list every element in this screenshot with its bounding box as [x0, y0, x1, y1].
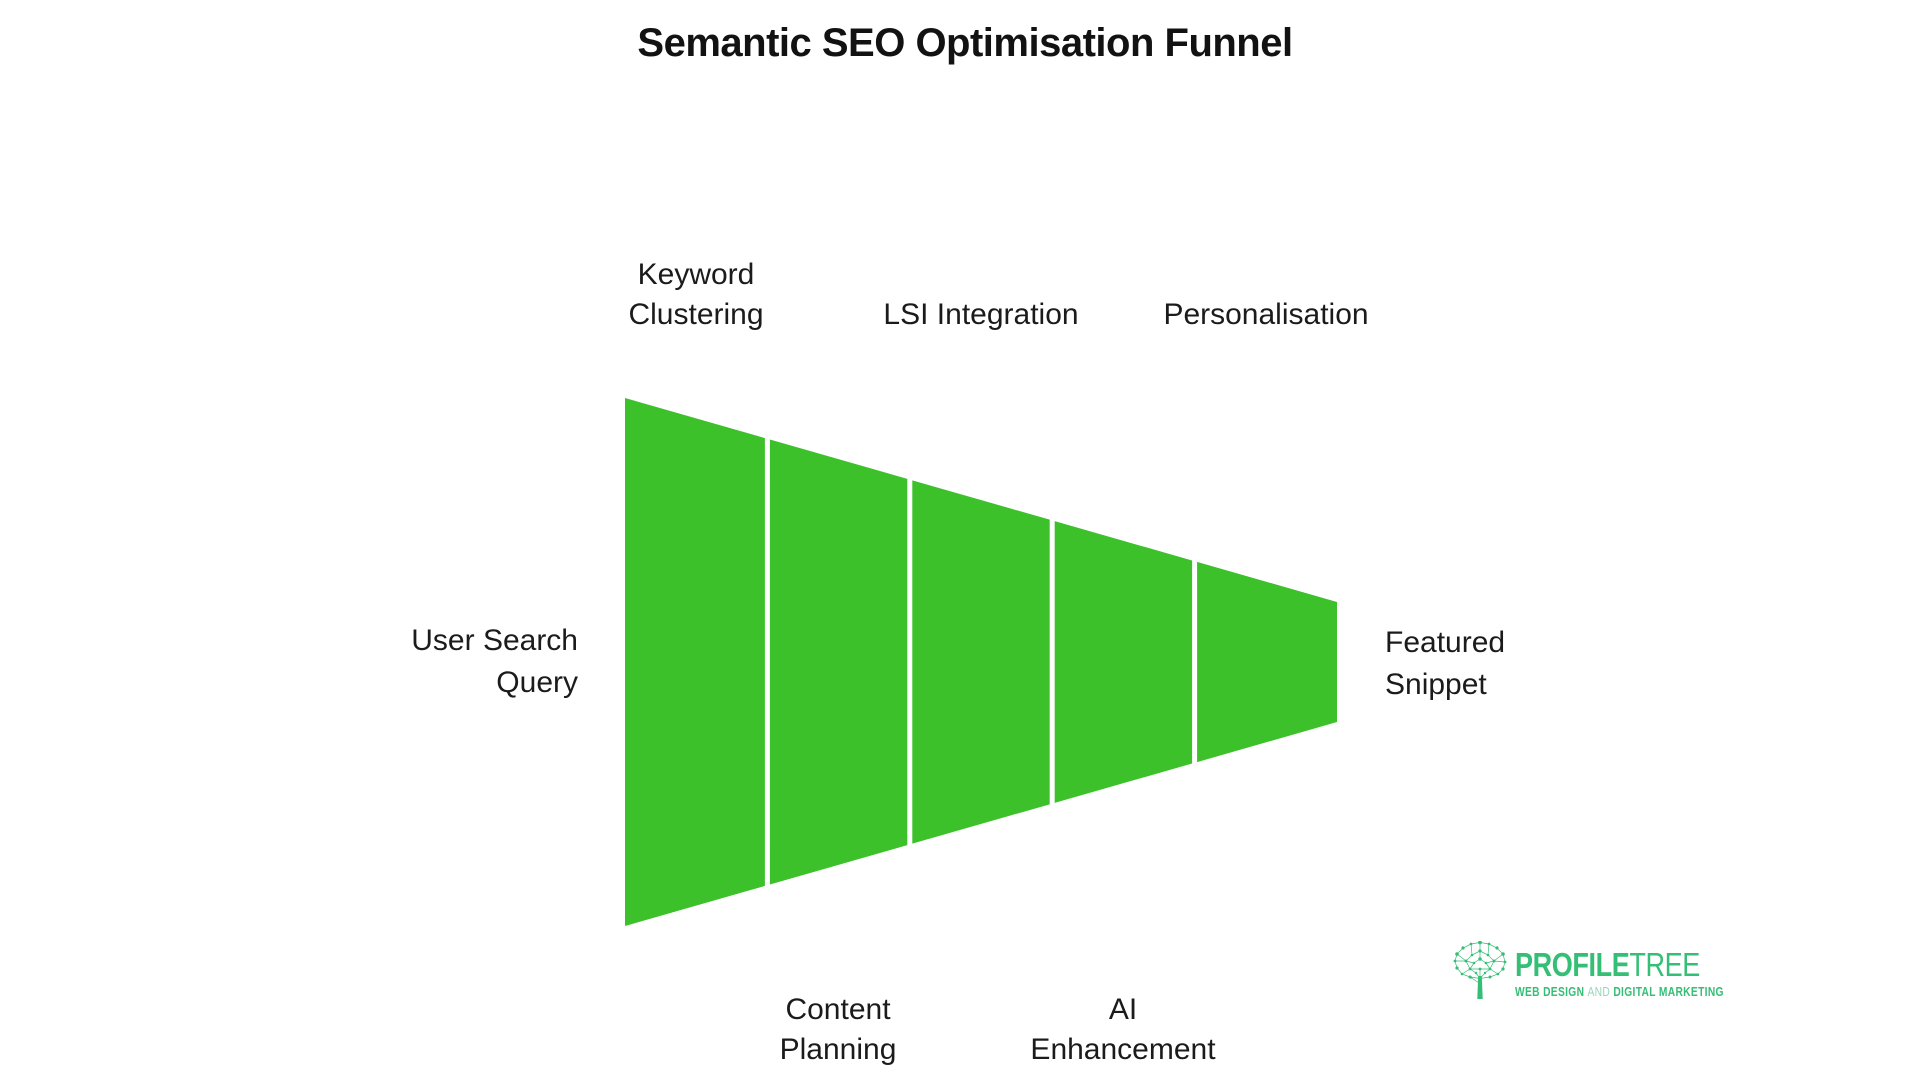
funnel-input-label: User Search Query	[411, 620, 578, 704]
stage-label-line: LSI Integration	[883, 298, 1079, 331]
funnel-output-label: Featured Snippet	[1385, 622, 1505, 706]
side-label-line: User Search	[411, 624, 578, 657]
funnel-segment-5	[1197, 561, 1337, 763]
stage-label-personalisation: Personalisation	[1163, 295, 1368, 335]
side-label-line: Query	[496, 666, 578, 699]
funnel-segment-2	[769, 439, 908, 885]
logo-brand-tree: TREE	[1629, 946, 1700, 983]
chart-title: Semantic SEO Optimisation Funnel	[637, 21, 1293, 65]
side-label-line: Snippet	[1385, 668, 1487, 701]
funnel-segment-4	[1054, 521, 1193, 803]
stage-label-line: Content	[785, 993, 891, 1026]
profiletree-logo: PROFILETREE WEB DESIGN AND DIGITAL MARKE…	[1452, 941, 1770, 999]
logo-brand: PROFILETREE	[1515, 948, 1724, 981]
side-label-line: Featured	[1385, 626, 1506, 659]
funnel-segment-1	[625, 398, 765, 926]
logo-text: PROFILETREE WEB DESIGN AND DIGITAL MARKE…	[1515, 941, 1724, 999]
tagline-digital-marketing: DIGITAL MARKETING	[1613, 985, 1724, 999]
funnel-segment-3	[912, 480, 1050, 844]
stage-label-line: Keyword	[637, 258, 755, 291]
logo-tagline: WEB DESIGN AND DIGITAL MARKETING	[1515, 985, 1724, 999]
stage-label-line: Enhancement	[1030, 1033, 1216, 1066]
stage-label-lsi-integration: LSI Integration	[883, 295, 1078, 335]
stage-label-line: Clustering	[628, 298, 764, 331]
stage-label-ai-enhancement: AI Enhancement	[1030, 990, 1215, 1070]
stage-label-keyword-clustering: Keyword Clustering	[628, 255, 763, 335]
tagline-web-design: WEB DESIGN	[1515, 985, 1585, 999]
stage-label-line: AI	[1108, 993, 1138, 1026]
profiletree-tree-icon	[1453, 941, 1507, 999]
stage-label-content-planning: Content Planning	[780, 990, 897, 1070]
logo-brand-profile: PROFILE	[1515, 946, 1630, 983]
stage-label-line: Personalisation	[1163, 298, 1369, 331]
tagline-and: AND	[1587, 985, 1611, 999]
stage-label-line: Planning	[779, 1033, 897, 1066]
